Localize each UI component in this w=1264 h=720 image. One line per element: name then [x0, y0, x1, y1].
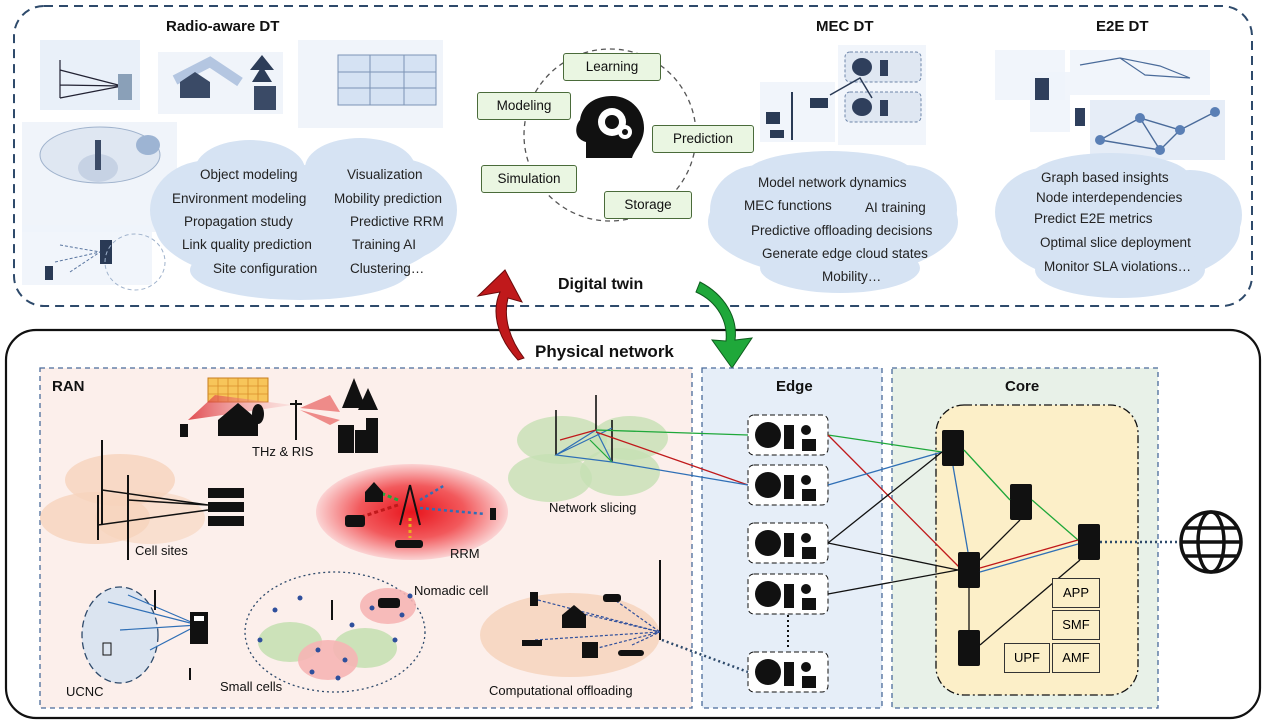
radio-item: Site configuration	[213, 261, 318, 276]
radio-item: Predictive RRM	[350, 214, 444, 229]
e2e-dt-thumbnails	[995, 50, 1225, 160]
radio-item: Environment modeling	[172, 191, 307, 206]
mec-dt-title: MEC DT	[816, 18, 874, 35]
e2e-item: Node interdependencies	[1036, 190, 1183, 205]
radio-dt-title: Radio-aware DT	[166, 18, 280, 35]
e2e-dt-cloud	[995, 153, 1242, 298]
digital-twin-label: Digital twin	[558, 276, 644, 293]
mec-item: Predictive offloading decisions	[751, 223, 933, 238]
network-slicing-illustration	[508, 395, 668, 502]
thz-ris-label: THz & RIS	[252, 444, 314, 459]
core-function-amf: AMF	[1052, 643, 1100, 673]
core-servers	[942, 430, 1100, 666]
edge-core-links	[827, 434, 963, 595]
core-title: Core	[1005, 378, 1040, 395]
radio-item: Mobility prediction	[334, 191, 443, 206]
physical-network-frame	[4, 328, 1262, 720]
mec-item: Model network dynamics	[758, 175, 907, 190]
cell-sites-illustration	[40, 440, 244, 560]
rrm-illustration	[316, 464, 508, 560]
nomadic-cell-label: Nomadic cell	[414, 583, 489, 598]
ucnc-illustration	[81, 586, 208, 684]
radio-item: Link quality prediction	[182, 237, 312, 252]
download-arrow	[695, 281, 754, 369]
cycle-learning: Learning	[563, 53, 661, 81]
mec-item: MEC functions	[744, 198, 832, 213]
e2e-dt-title: E2E DT	[1096, 18, 1149, 35]
ran-edge-links	[595, 429, 749, 674]
globe-icon	[1179, 510, 1243, 574]
mec-dt-thumbnails	[760, 45, 926, 145]
digital-twin-frame	[13, 5, 1253, 307]
mec-dt-cloud	[708, 151, 958, 293]
radio-item: Clustering…	[350, 261, 425, 276]
cycle-modeling: Modeling	[477, 92, 571, 120]
network-slicing-label: Network slicing	[549, 500, 637, 515]
radio-dt-cloud	[150, 138, 457, 300]
small-cells-illustration	[244, 571, 426, 693]
rrm-label: RRM	[450, 546, 480, 561]
brain-head-icon	[576, 96, 644, 158]
thz-ris-illustration	[180, 377, 378, 453]
physical-network-label: Physical network	[535, 342, 674, 361]
e2e-item: Predict E2E metrics	[1034, 211, 1153, 226]
cycle-prediction: Prediction	[652, 125, 754, 153]
radio-item: Object modeling	[200, 167, 298, 182]
computational-offloading-illustration	[480, 560, 661, 677]
small-cells-label: Small cells	[220, 679, 283, 694]
radio-item: Propagation study	[184, 214, 293, 229]
mec-item: Mobility…	[822, 269, 882, 284]
core-function-upf: UPF	[1004, 643, 1050, 673]
cell-sites-label: Cell sites	[135, 543, 188, 558]
e2e-item: Monitor SLA violations…	[1044, 259, 1192, 274]
mec-item: AI training	[865, 200, 926, 215]
e2e-item: Graph based insights	[1041, 170, 1169, 185]
core-links	[952, 449, 1180, 646]
radio-dt-thumbnails	[22, 40, 443, 291]
edge-title: Edge	[776, 378, 813, 395]
cycle-simulation: Simulation	[481, 165, 577, 193]
ucnc-label: UCNC	[66, 684, 104, 699]
upload-arrow	[476, 269, 525, 361]
core-function-app: APP	[1052, 578, 1100, 608]
cycle-storage: Storage	[604, 191, 692, 219]
radio-item: Visualization	[347, 167, 423, 182]
e2e-item: Optimal slice deployment	[1040, 235, 1191, 250]
ran-title: RAN	[52, 378, 85, 395]
core-function-smf: SMF	[1052, 610, 1100, 640]
mec-item: Generate edge cloud states	[762, 246, 928, 261]
computational-offloading-label: Computational offloading	[489, 683, 633, 698]
radio-item: Training AI	[352, 237, 417, 252]
